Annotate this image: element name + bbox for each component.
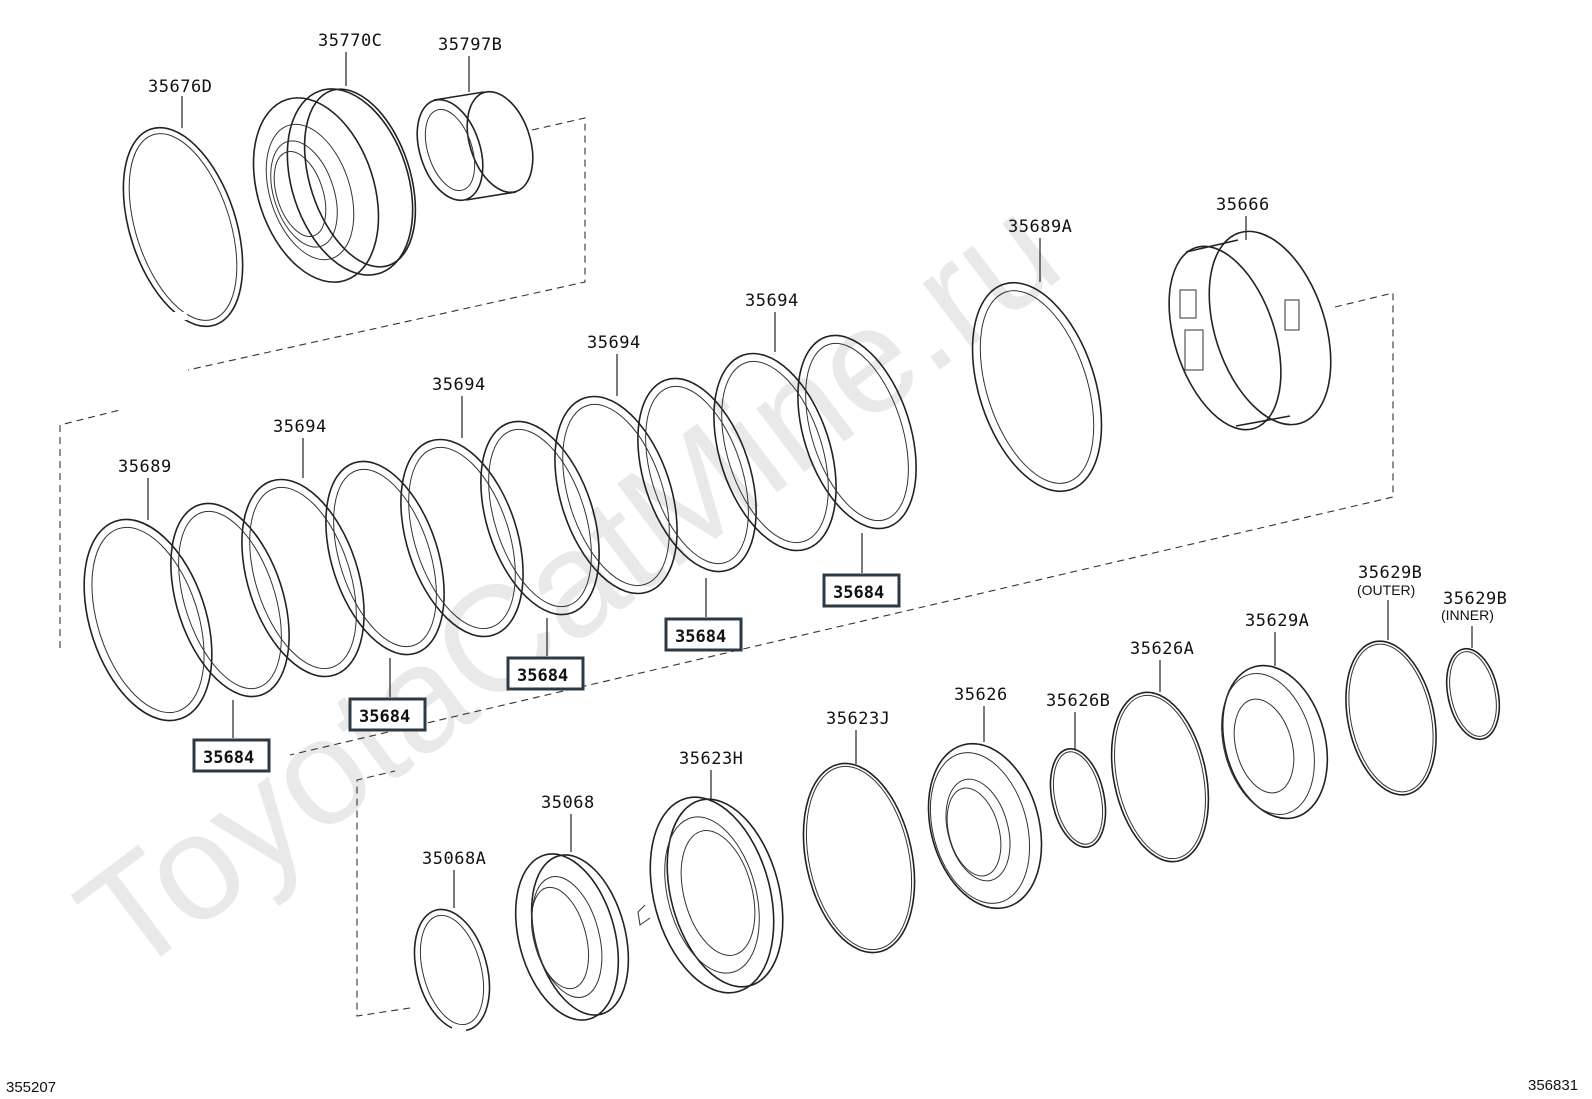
o-ring-35626A: [1110, 691, 1210, 863]
o-ring-35623J: [802, 762, 916, 954]
watermark: ToyotaCatMine.ru: [48, 164, 1088, 1006]
label-35629B-inner: 35629B: [1443, 589, 1507, 609]
label-35694-4: 35694: [745, 291, 799, 311]
disc-35684-5: [797, 334, 917, 530]
corner-code-left: 355207: [6, 1079, 56, 1096]
label-35626: 35626: [954, 685, 1008, 705]
snap-ring-35676D: [122, 126, 244, 328]
spring-retainer-35068: [514, 853, 630, 1021]
box-35684-2: [348, 697, 427, 732]
label-35626A: 35626A: [1130, 639, 1194, 659]
dashed-outline-middle: [59, 409, 121, 648]
drum-35666: [1168, 230, 1332, 431]
box-35684-1: [192, 738, 271, 773]
label-35676D: 35676D: [148, 77, 212, 97]
box-35684-3: [506, 656, 585, 691]
label-35689A: 35689A: [1008, 217, 1072, 237]
plate-35694-2: [400, 438, 524, 638]
piston-35623H: [637, 796, 784, 994]
label-35694-3: 35694: [587, 333, 641, 353]
box-35684-5: [822, 573, 901, 608]
plate-35689: [83, 518, 213, 722]
label-35770C: 35770C: [318, 31, 382, 51]
label-35689: 35689: [118, 457, 172, 477]
label-35629A: 35629A: [1245, 611, 1309, 631]
label-35694-1: 35694: [273, 417, 327, 437]
note-inner: (INNER): [1441, 607, 1494, 623]
label-35684-2: 35684: [359, 707, 410, 727]
o-ring-35629B-outer: [1345, 640, 1437, 796]
dashed-outline-middle-right: [289, 292, 1394, 756]
box-35684-4: [664, 617, 743, 652]
note-outer: (OUTER): [1357, 582, 1415, 598]
label-35797B: 35797B: [438, 35, 502, 55]
label-35684-1: 35684: [203, 748, 254, 768]
dashed-outline-top: [187, 117, 586, 371]
dashed-outline-bottom: [356, 770, 411, 1017]
snap-ring-35068A: [413, 908, 491, 1033]
plate-35694-1: [241, 478, 365, 678]
seal-35626: [927, 742, 1043, 910]
disc-35684-1: [170, 502, 290, 698]
label-35666: 35666: [1216, 195, 1270, 215]
label-35623H: 35623H: [679, 749, 743, 769]
label-35694-2: 35694: [432, 375, 486, 395]
sleeve-35797B: [416, 90, 534, 202]
disc-35684-3: [480, 420, 600, 616]
seal-35629A: [1221, 664, 1329, 820]
plate-35689A: [971, 281, 1103, 493]
label-35626B: 35626B: [1046, 691, 1110, 711]
label-35068: 35068: [541, 793, 595, 813]
plate-35694-4: [713, 352, 837, 552]
corner-code-right: 356831: [1528, 1077, 1578, 1094]
disc-35684-2: [325, 460, 445, 656]
o-ring-35626B: [1049, 747, 1107, 849]
label-35629B-outer: 35629B: [1358, 563, 1422, 583]
label-35623J: 35623J: [826, 709, 890, 729]
disc-35684-4: [637, 377, 757, 573]
plate-35694-3: [554, 395, 678, 595]
clutch-hub-35770C: [252, 88, 417, 283]
o-ring-35629B-inner: [1445, 647, 1501, 741]
label-35684-3: 35684: [517, 666, 568, 686]
label-35684-5: 35684: [833, 583, 884, 603]
label-35684-4: 35684: [675, 627, 726, 647]
label-35068A: 35068A: [422, 849, 486, 869]
